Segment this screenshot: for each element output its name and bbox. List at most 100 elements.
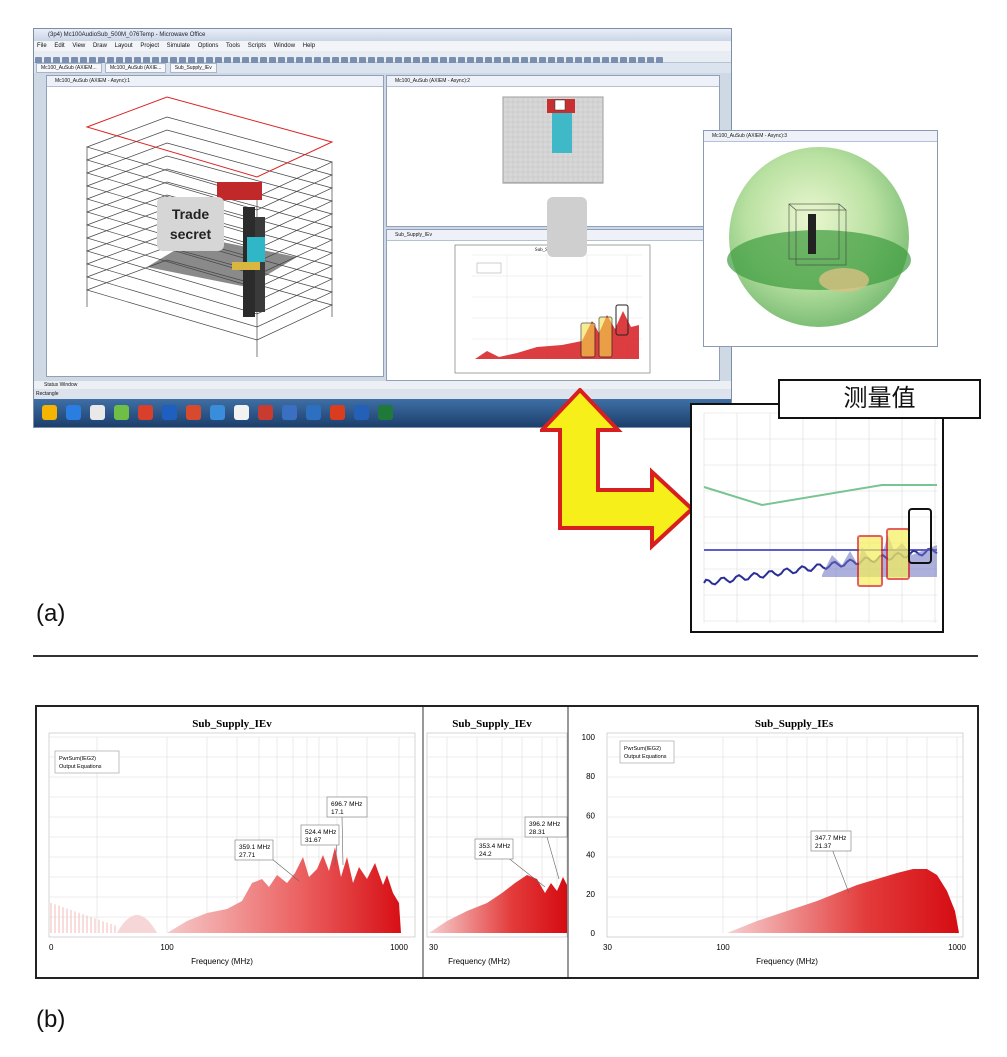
menu-project[interactable]: Project bbox=[140, 43, 159, 49]
toolbar-icon[interactable] bbox=[593, 57, 600, 64]
menu-window[interactable]: Window bbox=[273, 43, 296, 49]
toolbar-icon[interactable] bbox=[377, 57, 384, 64]
taskbar-app-icon[interactable] bbox=[42, 405, 57, 420]
doc-tab-3[interactable]: Sub_Supply_IEv bbox=[169, 63, 217, 73]
taskbar-app-icon[interactable] bbox=[138, 405, 153, 420]
toolbar-icon[interactable] bbox=[485, 57, 492, 64]
taskbar-app-icon[interactable] bbox=[378, 405, 393, 420]
toolbar-icon[interactable] bbox=[53, 57, 60, 64]
toolbar-icon[interactable] bbox=[566, 57, 573, 64]
toolbar-icon[interactable] bbox=[305, 57, 312, 64]
toolbar-icon[interactable] bbox=[287, 57, 294, 64]
toolbar-icon[interactable] bbox=[296, 57, 303, 64]
toolbar-icon[interactable] bbox=[161, 57, 168, 64]
toolbar-icon[interactable] bbox=[503, 57, 510, 64]
toolbar-icon[interactable] bbox=[116, 57, 123, 64]
toolbar-icon[interactable] bbox=[89, 57, 96, 64]
toolbar-icon[interactable] bbox=[575, 57, 582, 64]
taskbar-app-icon[interactable] bbox=[282, 405, 297, 420]
toolbar-icon[interactable] bbox=[395, 57, 402, 64]
toolbar-icon[interactable] bbox=[404, 57, 411, 64]
toolbar-icon[interactable] bbox=[494, 57, 501, 64]
toolbar-icon[interactable] bbox=[206, 57, 213, 64]
toolbar-icon[interactable] bbox=[134, 57, 141, 64]
toolbar-icon[interactable] bbox=[71, 57, 78, 64]
toolbar-icon[interactable] bbox=[197, 57, 204, 64]
toolbar-icon[interactable] bbox=[638, 57, 645, 64]
toolbar-icon[interactable] bbox=[170, 57, 177, 64]
radiation-pattern-window[interactable]: Mc100_AuSub (AXIEM - Async):3 bbox=[703, 130, 938, 347]
toolbar-icon[interactable] bbox=[107, 57, 114, 64]
toolbar-icon[interactable] bbox=[386, 57, 393, 64]
toolbar-icon[interactable] bbox=[278, 57, 285, 64]
taskbar-app-icon[interactable] bbox=[330, 405, 345, 420]
toolbar-icon[interactable] bbox=[44, 57, 51, 64]
menu-view[interactable]: View bbox=[72, 43, 86, 49]
toolbar-icon[interactable] bbox=[458, 57, 465, 64]
toolbar-icon[interactable] bbox=[476, 57, 483, 64]
toolbar-icon[interactable] bbox=[431, 57, 438, 64]
taskbar-app-icon[interactable] bbox=[354, 405, 369, 420]
toolbar-icon[interactable] bbox=[35, 57, 42, 64]
taskbar-app-icon[interactable] bbox=[306, 405, 321, 420]
toolbar-icon[interactable] bbox=[260, 57, 267, 64]
toolbar-icon[interactable] bbox=[125, 57, 132, 64]
toolbar-icon[interactable] bbox=[188, 57, 195, 64]
toolbar-icon[interactable] bbox=[512, 57, 519, 64]
menu-tools[interactable]: Tools bbox=[226, 43, 241, 49]
toolbar-icon[interactable] bbox=[611, 57, 618, 64]
toolbar-icon[interactable] bbox=[350, 57, 357, 64]
toolbar-icon[interactable] bbox=[440, 57, 447, 64]
toolbar-icon[interactable] bbox=[539, 57, 546, 64]
toolbar-icon[interactable] bbox=[179, 57, 186, 64]
toolbar-icon[interactable] bbox=[647, 57, 654, 64]
menu-layout[interactable]: Layout bbox=[114, 43, 133, 49]
taskbar-app-icon[interactable] bbox=[210, 405, 225, 420]
menu-draw[interactable]: Draw bbox=[92, 43, 107, 49]
toolbar-icon[interactable] bbox=[80, 57, 87, 64]
toolbar-icon[interactable] bbox=[233, 57, 240, 64]
toolbar-icon[interactable] bbox=[368, 57, 375, 64]
toolbar-icon[interactable] bbox=[584, 57, 591, 64]
menu-edit[interactable]: Edit bbox=[54, 43, 65, 49]
toolbar-icon[interactable] bbox=[269, 57, 276, 64]
toolbar-icon[interactable] bbox=[530, 57, 537, 64]
toolbar-icon[interactable] bbox=[152, 57, 159, 64]
toolbar-icon[interactable] bbox=[62, 57, 69, 64]
taskbar-app-icon[interactable] bbox=[162, 405, 177, 420]
taskbar-app-icon[interactable] bbox=[234, 405, 249, 420]
menu-scripts[interactable]: Scripts bbox=[247, 43, 267, 49]
toolbar-icon[interactable] bbox=[341, 57, 348, 64]
taskbar-app-icon[interactable] bbox=[66, 405, 81, 420]
toolbar-icon[interactable] bbox=[422, 57, 429, 64]
toolbar-icon[interactable] bbox=[521, 57, 528, 64]
toolbar-icon[interactable] bbox=[143, 57, 150, 64]
toolbar-icon[interactable] bbox=[449, 57, 456, 64]
menu-help[interactable]: Help bbox=[302, 43, 316, 49]
toolbar-icon[interactable] bbox=[242, 57, 249, 64]
doc-tab-2[interactable]: Mc100_AuSub (AXIE... bbox=[104, 63, 167, 73]
menu-options[interactable]: Options bbox=[197, 43, 219, 49]
toolbar-icon[interactable] bbox=[602, 57, 609, 64]
toolbar-icon[interactable] bbox=[548, 57, 555, 64]
toolbar-icon[interactable] bbox=[224, 57, 231, 64]
toolbar-icon[interactable] bbox=[359, 57, 366, 64]
toolbar-icon[interactable] bbox=[467, 57, 474, 64]
toolbar-icon[interactable] bbox=[332, 57, 339, 64]
toolbar-icon[interactable] bbox=[323, 57, 330, 64]
toolbar-icon[interactable] bbox=[251, 57, 258, 64]
taskbar-app-icon[interactable] bbox=[114, 405, 129, 420]
graph-pane[interactable]: Sub_Supply_IEv Sub_Supply_IEv bbox=[386, 229, 720, 381]
toolbar-icon[interactable] bbox=[413, 57, 420, 64]
toolbar-icon[interactable] bbox=[656, 57, 663, 64]
toolbar-icon[interactable] bbox=[98, 57, 105, 64]
doc-tab-1[interactable]: Mc100_AuSub (AXIEM... bbox=[36, 63, 102, 73]
toolbar-icon[interactable] bbox=[620, 57, 627, 64]
menu-simulate[interactable]: Simulate bbox=[166, 43, 191, 49]
taskbar-app-icon[interactable] bbox=[90, 405, 105, 420]
toolbar-icon[interactable] bbox=[215, 57, 222, 64]
taskbar-app-icon[interactable] bbox=[186, 405, 201, 420]
toolbar-icon[interactable] bbox=[629, 57, 636, 64]
toolbar-icon[interactable] bbox=[314, 57, 321, 64]
taskbar-app-icon[interactable] bbox=[258, 405, 273, 420]
